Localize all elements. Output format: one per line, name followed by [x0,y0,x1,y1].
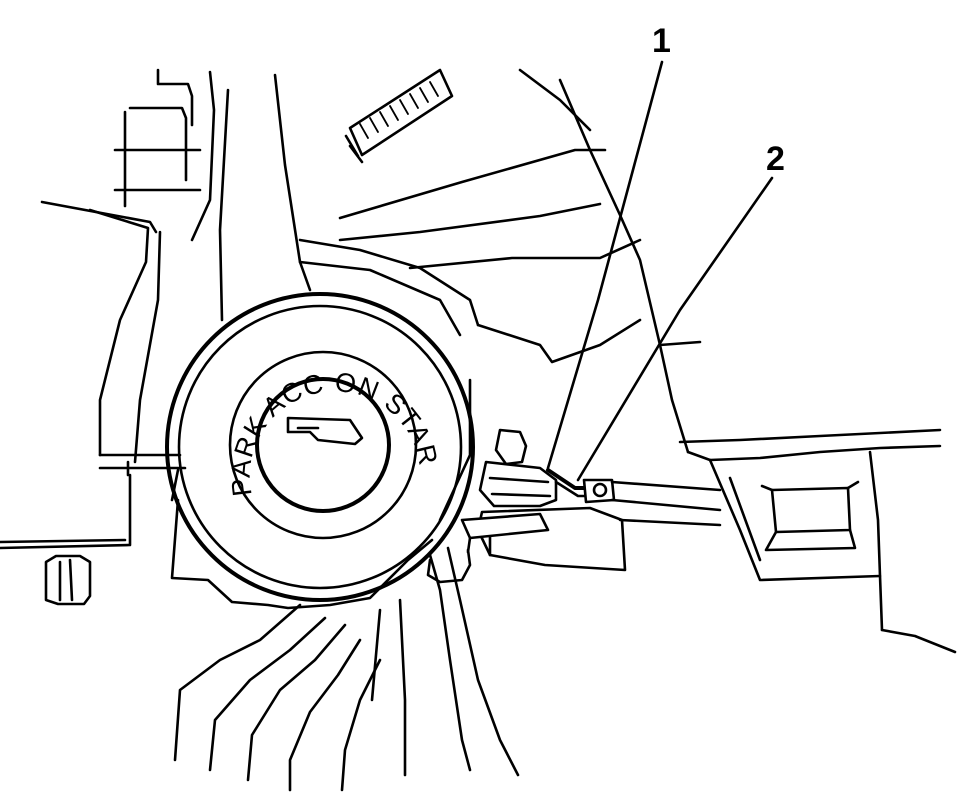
dash-switch [770,486,852,534]
wiring-harness [370,546,520,777]
key-slot [286,416,364,446]
leader-line-2 [576,176,774,482]
ribbed-connector [344,68,454,164]
left-dash-panel [0,68,230,606]
callout-1: 1 [652,22,671,60]
lock-cable-bracket [460,428,627,572]
shift-lock-cable [546,468,722,527]
leader-lines [546,60,774,482]
steering-column-shroud [273,68,702,454]
leader-line-1 [546,60,664,470]
ignition-lock-cylinder [165,292,475,610]
callout-2: 2 [766,140,785,178]
right-dash-panel [678,428,957,654]
steering-column-boot [173,603,382,792]
